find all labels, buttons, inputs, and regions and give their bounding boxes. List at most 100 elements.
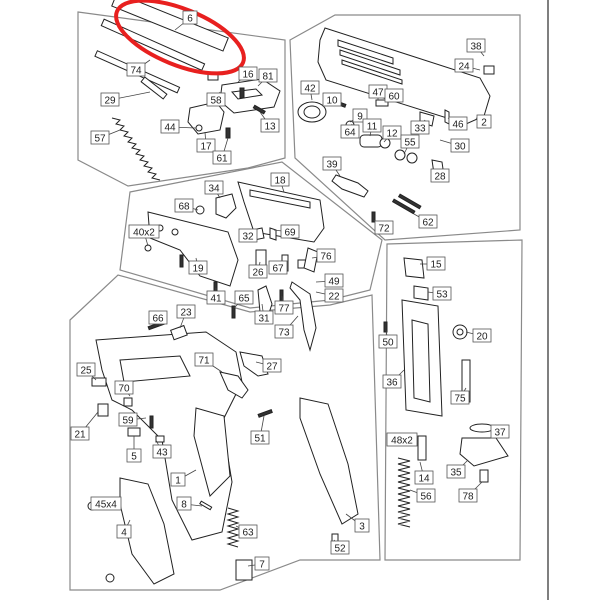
decocker-lever xyxy=(257,285,273,317)
part-number: 21 xyxy=(74,430,86,441)
part-number: 41 xyxy=(210,294,222,305)
part-number: 63 xyxy=(242,528,254,539)
magazine-base xyxy=(459,423,509,467)
part-number: 22 xyxy=(328,292,340,303)
label-box xyxy=(116,524,132,539)
part-number: 51 xyxy=(254,434,266,445)
label-box xyxy=(476,114,492,129)
label-box xyxy=(450,390,470,405)
part-label-74: 74 xyxy=(126,59,151,77)
label-box xyxy=(280,224,300,239)
label-box xyxy=(268,260,288,275)
part-number: 4 xyxy=(121,528,127,539)
label-box xyxy=(148,310,168,325)
part-label-32: 32 xyxy=(238,228,258,243)
part-number: 61 xyxy=(216,154,228,165)
label-box xyxy=(410,120,430,135)
part-number: 58 xyxy=(210,96,222,107)
part-label-39: 39 xyxy=(322,156,342,177)
part-label-71: 71 xyxy=(194,352,223,373)
label-box xyxy=(262,358,282,373)
magazine-catch-parts xyxy=(383,321,489,483)
part-label-13: 13 xyxy=(259,111,280,133)
part-label-31: 31 xyxy=(254,303,274,325)
part-number: 70 xyxy=(118,384,130,395)
label-box xyxy=(90,496,122,511)
part-number: 30 xyxy=(454,142,466,153)
panel-frame xyxy=(69,274,381,591)
label-box xyxy=(234,290,254,305)
part-number: 24 xyxy=(458,62,470,73)
part-label-64: 64 xyxy=(340,123,360,139)
label-box xyxy=(90,130,110,145)
part-number: 42 xyxy=(304,84,316,95)
part-number: 57 xyxy=(94,134,106,145)
part-label-40x2: 40x2 xyxy=(128,224,160,247)
part-number: 20 xyxy=(476,332,488,343)
label-box xyxy=(206,92,226,107)
nozzle-piece xyxy=(207,71,266,139)
part-label-55: 55 xyxy=(400,134,420,155)
label-box xyxy=(182,10,198,25)
label-box xyxy=(250,430,270,445)
part-number: 16 xyxy=(242,70,254,81)
part-label-46: 46 xyxy=(447,116,468,131)
part-number: 47 xyxy=(372,88,384,99)
label-box xyxy=(126,62,146,77)
label-box xyxy=(384,88,404,103)
part-number: 12 xyxy=(386,129,398,140)
hammer-spring xyxy=(226,507,240,548)
label-box xyxy=(340,124,360,139)
label-box xyxy=(248,264,268,279)
slide xyxy=(317,27,491,125)
label-box xyxy=(324,273,344,288)
part-label-30: 30 xyxy=(439,138,470,153)
label-box xyxy=(76,362,96,377)
part-label-53: 53 xyxy=(427,286,452,301)
part-label-34: 34 xyxy=(204,180,224,199)
part-label-7: 7 xyxy=(247,556,270,571)
part-number: 71 xyxy=(198,356,210,367)
magazine-lip xyxy=(403,257,429,301)
label-box xyxy=(100,92,120,107)
part-label-61: 61 xyxy=(212,137,232,165)
label-box xyxy=(196,138,216,153)
label-box xyxy=(414,470,434,485)
part-label-68: 68 xyxy=(174,198,199,213)
part-number: 66 xyxy=(152,314,164,325)
part-label-28: 28 xyxy=(430,168,450,183)
part-label-59: 59 xyxy=(118,412,147,427)
part-label-5: 5 xyxy=(126,436,142,463)
small-pins-frame xyxy=(87,320,339,583)
label-box xyxy=(330,540,350,555)
part-number: 34 xyxy=(208,184,220,195)
magazine-body xyxy=(401,299,443,417)
part-number: 60 xyxy=(388,92,400,103)
part-number: 53 xyxy=(436,290,448,301)
part-number: 7 xyxy=(259,560,265,571)
label-box xyxy=(466,38,486,53)
part-number: 25 xyxy=(80,366,92,377)
part-label-69: 69 xyxy=(273,224,300,239)
part-number: 9 xyxy=(357,112,363,123)
part-number: 26 xyxy=(252,268,264,279)
part-number: 35 xyxy=(450,468,462,479)
part-number: 64 xyxy=(344,128,356,139)
guide-rod xyxy=(140,76,168,100)
part-label-12: 12 xyxy=(382,125,402,143)
rear-sight xyxy=(483,65,495,75)
label-box xyxy=(316,248,336,263)
hammer xyxy=(215,193,237,219)
part-label-50: 50 xyxy=(378,329,398,349)
label-box xyxy=(378,334,398,349)
label-box xyxy=(430,168,450,183)
label-box xyxy=(174,198,194,213)
part-number: 44 xyxy=(164,123,176,134)
part-label-77: 77 xyxy=(274,295,294,315)
label-box xyxy=(128,224,160,239)
label-box xyxy=(448,116,468,131)
outer-barrel xyxy=(111,0,229,52)
label-box xyxy=(238,66,258,81)
part-label-20: 20 xyxy=(465,328,492,343)
